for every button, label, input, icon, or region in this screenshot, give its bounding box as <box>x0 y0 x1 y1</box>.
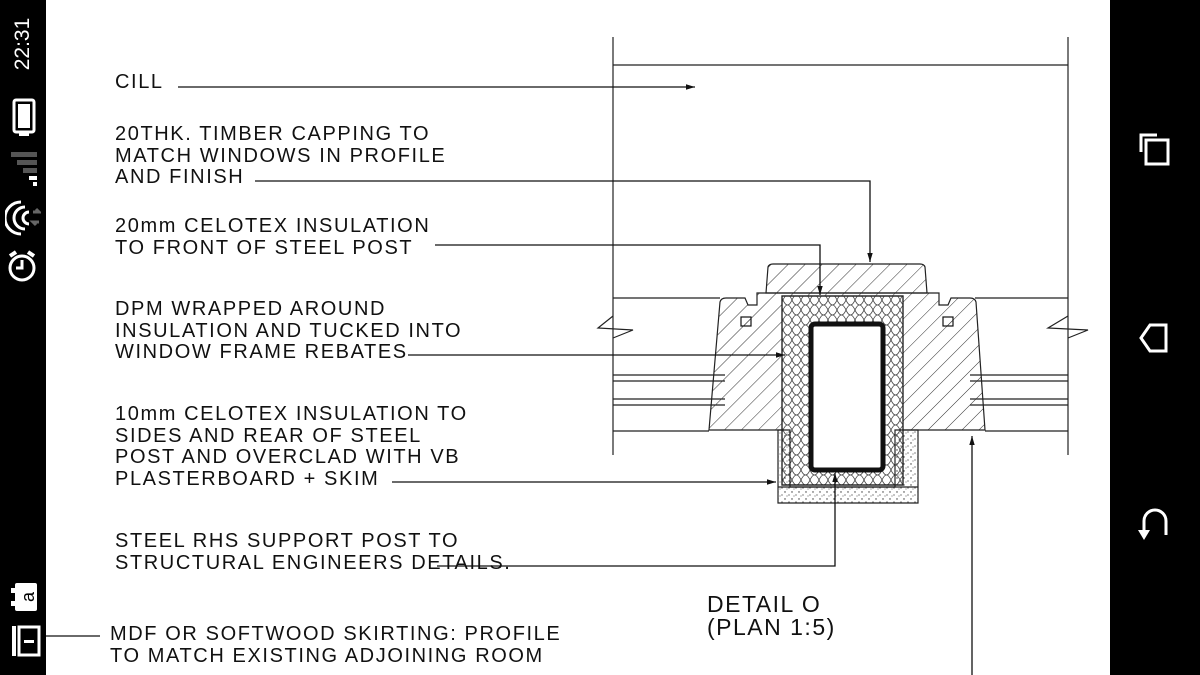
note-line: AND FINISH <box>115 166 245 188</box>
note-line: MATCH WINDOWS IN PROFILE <box>115 144 447 167</box>
note-cill: CILL <box>115 71 164 94</box>
note-line: WINDOW FRAME REBATES <box>115 341 408 363</box>
note-skirting: MDF OR SOFTWOOD SKIRTING: PROFILE TO MAT… <box>110 623 562 667</box>
note-line: TO MATCH EXISTING ADJOINING ROOM <box>110 644 544 667</box>
note-dpm: DPM WRAPPED AROUND INSULATION AND TUCKED… <box>115 298 463 364</box>
alarm-icon <box>8 250 36 282</box>
note-line: STEEL RHS SUPPORT POST TO <box>115 530 460 552</box>
signal-icon <box>11 152 37 186</box>
note-timber-capping: 20THK. TIMBER CAPPING TO MATCH WINDOWS I… <box>115 123 447 189</box>
navigation-bar <box>1110 0 1200 675</box>
note-line: SIDES AND REAR OF STEEL <box>115 424 422 447</box>
note-line: 10mm CELOTEX INSULATION TO <box>115 403 468 425</box>
status-bar: 22:31 a <box>0 0 46 675</box>
detail-title: DETAIL O <box>707 591 822 617</box>
leader-lines <box>46 84 975 675</box>
note-line: POST AND OVERCLAD WITH VB <box>115 446 461 468</box>
notification-a-icon: a <box>11 583 38 611</box>
cad-detail-drawing <box>46 37 1089 675</box>
wifi-icon <box>5 200 41 236</box>
drawing-canvas[interactable]: CILL 20THK. TIMBER CAPPING TO MATCH WIND… <box>46 0 1110 675</box>
detail-scale: (PLAN 1:5) <box>707 614 836 640</box>
battery-icon <box>12 98 36 136</box>
notification-1-icon <box>12 625 41 657</box>
note-line: STRUCTURAL ENGINEERS DETAILS. <box>115 551 512 574</box>
note-line: PLASTERBOARD + SKIM <box>115 467 380 490</box>
note-line: MDF OR SOFTWOOD SKIRTING: PROFILE <box>110 623 562 645</box>
detail-label: DETAIL O (PLAN 1:5) <box>707 593 836 639</box>
note-20mm-insulation: 20mm CELOTEX INSULATION TO FRONT OF STEE… <box>115 215 431 259</box>
note-line: CILL <box>115 71 164 93</box>
svg-text:a: a <box>18 591 38 602</box>
note-line: DPM WRAPPED AROUND <box>115 298 387 320</box>
note-line: INSULATION AND TUCKED INTO <box>115 319 463 342</box>
recents-icon[interactable] <box>1135 130 1175 170</box>
note-line: TO FRONT OF STEEL POST <box>115 236 414 259</box>
note-line: 20THK. TIMBER CAPPING TO <box>115 123 431 145</box>
clock: 22:31 <box>11 17 34 71</box>
back-icon[interactable] <box>1135 505 1175 545</box>
note-steel-post: STEEL RHS SUPPORT POST TO STRUCTURAL ENG… <box>115 530 512 574</box>
note-10mm-insulation: 10mm CELOTEX INSULATION TO SIDES AND REA… <box>115 403 468 490</box>
note-line: 20mm CELOTEX INSULATION <box>115 215 431 237</box>
home-icon[interactable] <box>1135 318 1175 358</box>
